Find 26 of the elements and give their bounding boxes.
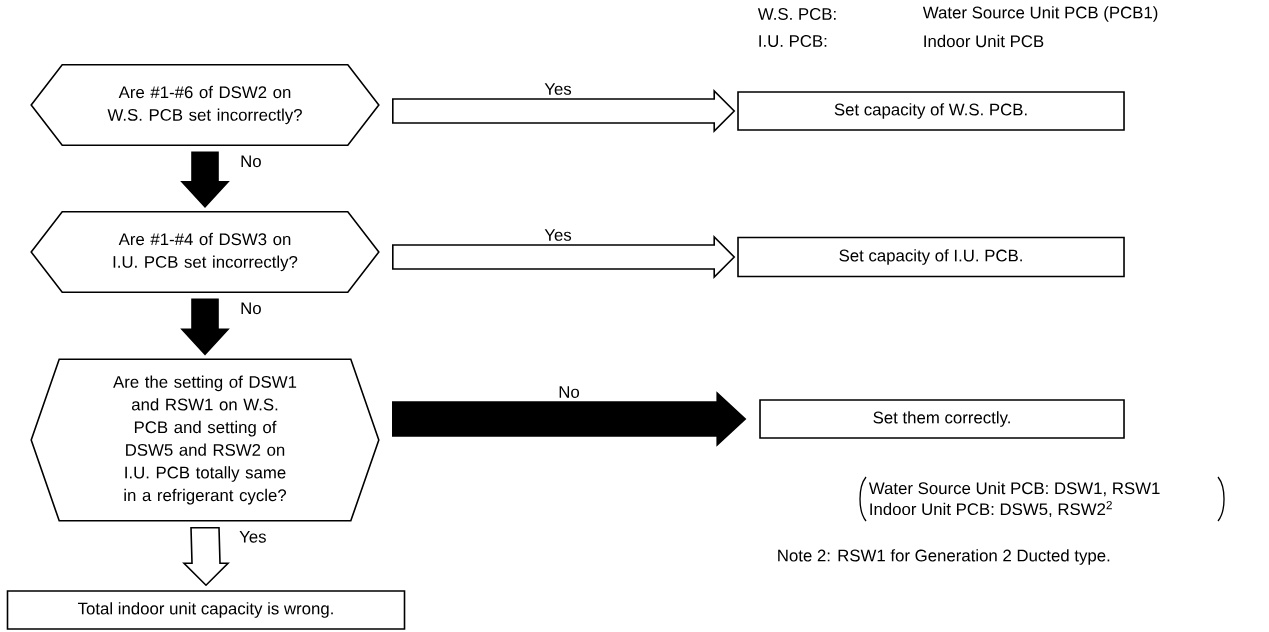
process-box: Total indoor unit capacity is wrong. xyxy=(6,590,406,630)
note-text: Water Source Unit PCB: DSW1, RSW1 xyxy=(868,481,1160,497)
process-box: Set them correctly. xyxy=(759,399,1125,439)
edge-label: No xyxy=(556,384,582,400)
block-arrow xyxy=(180,298,230,356)
decision-hexagon: Are the setting of DSW1 and RSW1 on W.S. PCB and setting of DSW5 and RSW2 on I.U. PCB totally same in a refrigerant cycle? xyxy=(30,358,380,522)
block-arrow xyxy=(392,391,747,447)
edge-label: Yes xyxy=(237,529,268,544)
abbreviation-text: Water Source Unit PCB (PCB1) xyxy=(922,6,1158,22)
process-box: Set capacity of I.U. PCB. xyxy=(737,236,1125,278)
block-arrow xyxy=(180,151,230,208)
process-box: Set capacity of W.S. PCB. xyxy=(737,91,1125,131)
edge-label: Yes xyxy=(542,81,574,97)
block-arrow xyxy=(392,89,736,133)
decision-hexagon: Are #1-#6 of DSW2 on W.S. PCB set incorrectly? xyxy=(30,63,380,147)
edge-label: No xyxy=(238,154,263,169)
note-text: Indoor Unit PCB: DSW5, RSW2$^{2}$ xyxy=(870,500,1112,518)
note-text: Note 2: RSW1 for Generation 2 Ducted type. xyxy=(778,549,1110,565)
decision-hexagon: Are #1-#4 of DSW3 on I.U. PCB set incorrectly? xyxy=(30,210,380,294)
abbreviation-text: W.S. PCB: xyxy=(757,8,836,20)
edge-label: No xyxy=(238,301,263,316)
abbreviation-text: Indoor Unit PCB xyxy=(924,34,1044,48)
block-arrow xyxy=(182,527,230,587)
edge-label: Yes xyxy=(542,227,574,243)
abbreviation-text: I.U. PCB: xyxy=(759,35,827,47)
block-arrow xyxy=(392,235,736,279)
